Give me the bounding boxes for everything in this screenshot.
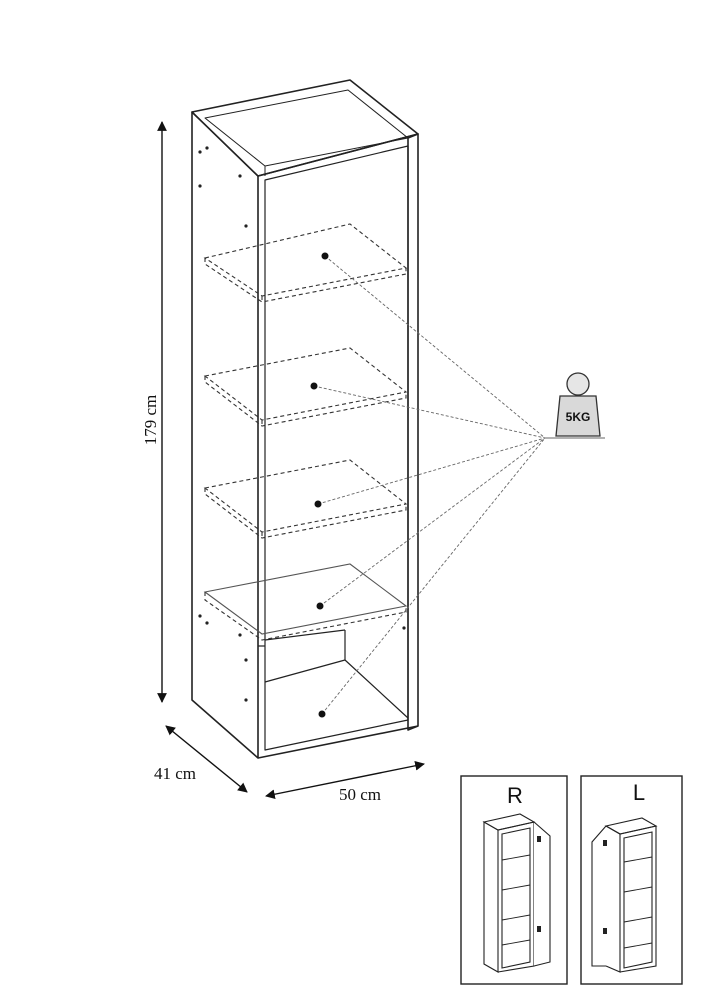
variant-left-door: L (580, 775, 683, 985)
bottom-compartment (264, 659, 409, 719)
shelf (203, 459, 408, 539)
weight-label: 5KG (566, 410, 591, 424)
shelves (203, 223, 408, 641)
load-points (310, 252, 329, 718)
load-point (316, 602, 324, 610)
load-leader-lines (313, 255, 546, 715)
load-point (314, 500, 322, 508)
shelf (203, 347, 408, 427)
shelf (203, 563, 408, 641)
variant-right-door: R (460, 775, 568, 985)
depth-dimension: 41 cm (154, 725, 248, 793)
right-side-panel (407, 133, 419, 731)
load-point (318, 710, 326, 718)
height-label: 179 cm (141, 395, 160, 446)
height-dimension: 179 cm (141, 121, 167, 703)
variant-label-left: L (633, 780, 645, 805)
left-side-panel (191, 111, 259, 759)
hinge-holes (198, 146, 406, 702)
depth-label: 41 cm (154, 764, 196, 783)
load-point (321, 252, 329, 260)
variant-label-right: R (507, 783, 523, 808)
front-frame (257, 133, 419, 177)
width-dimension: 50 cm (265, 760, 425, 804)
load-point (310, 382, 318, 390)
width-label: 50 cm (339, 785, 381, 804)
shelf (203, 223, 408, 303)
cabinet-drawing (191, 79, 419, 759)
weight-icon: 5KG (545, 372, 605, 439)
